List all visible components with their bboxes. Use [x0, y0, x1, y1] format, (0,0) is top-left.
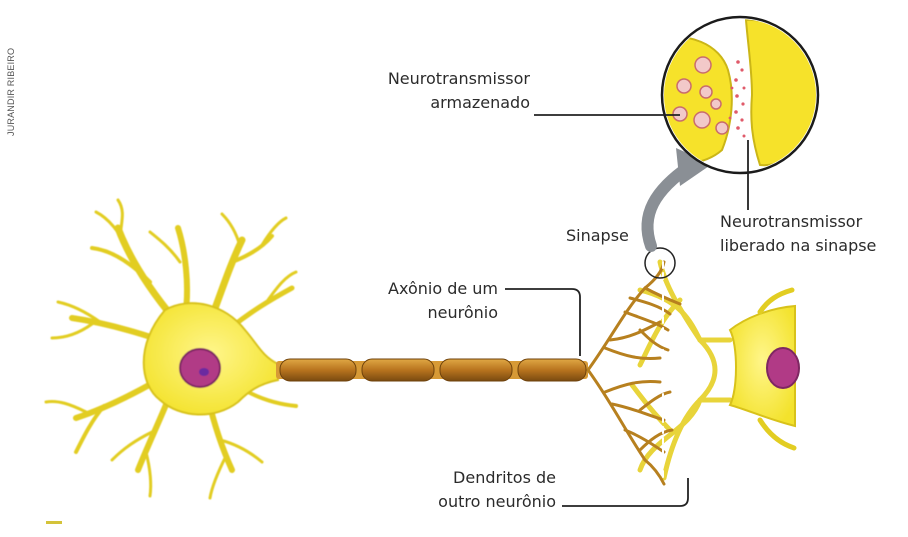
left-neuron	[46, 200, 296, 498]
right-neuron	[730, 290, 799, 448]
zoomed-synapse	[650, 17, 818, 173]
label-line: outro neurônio	[380, 490, 556, 514]
label-line: Neurotransmissor	[340, 67, 530, 91]
label-neurotransmissor-liberado: Neurotransmissor liberado na sinapse	[720, 210, 876, 258]
leader-axonio	[505, 289, 580, 356]
right-nucleus	[767, 348, 799, 388]
left-nucleus	[180, 349, 220, 387]
label-line: neurônio	[330, 301, 498, 325]
postsynaptic-membrane	[746, 20, 818, 165]
corner-mark	[46, 521, 62, 524]
left-nucleolus	[199, 368, 209, 376]
label-neurotransmissor-armazenado: Neurotransmissor armazenado	[340, 67, 530, 115]
label-line: Dendritos de	[380, 466, 556, 490]
label-sinapse: Sinapse	[566, 224, 629, 248]
synaptic-region	[588, 262, 730, 484]
leader-dendritos	[562, 478, 688, 506]
label-dendritos: Dendritos de outro neurônio	[380, 466, 556, 514]
label-line: Axônio de um	[330, 277, 498, 301]
axon	[276, 359, 588, 381]
credit-text: JURANDIR RIBEIRO	[6, 48, 16, 136]
label-axonio: Axônio de um neurônio	[330, 277, 498, 325]
label-line: armazenado	[340, 91, 530, 115]
label-line: Neurotransmissor	[720, 210, 876, 234]
label-line: liberado na sinapse	[720, 234, 876, 258]
